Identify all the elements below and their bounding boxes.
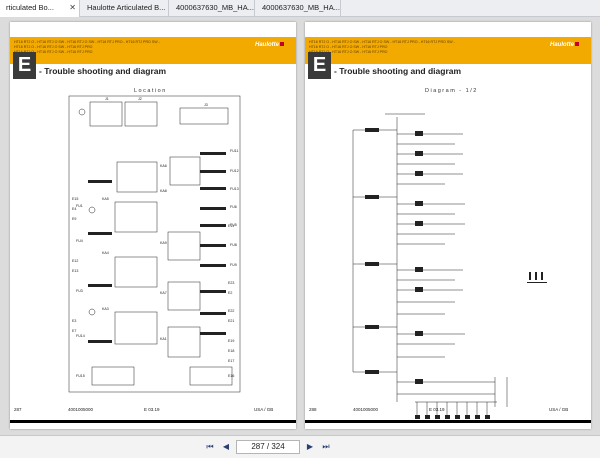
footer-bar	[10, 420, 296, 423]
section-letter: E	[13, 52, 36, 79]
svg-text:E11: E11	[228, 224, 234, 228]
footer-lang: USA / GB	[549, 407, 569, 412]
svg-text:FU9: FU9	[230, 263, 237, 267]
page-right: HT16 RTJ O - HT16 RTJ O SW - HT16 RTJ O …	[305, 22, 591, 429]
svg-text:FU11: FU11	[230, 149, 239, 153]
svg-text:FU15: FU15	[76, 374, 85, 378]
svg-text:KA9: KA9	[160, 241, 167, 245]
page-left: HT16 RTJ O - HT16 RTJ O SW - HT16 RTJ O …	[10, 22, 296, 429]
tab-haulotte-articulated[interactable]: Haulotte Articulated B...	[81, 0, 169, 17]
model-line-1: HT16 RTJ O - HT16 RTJ O SW - HT16 RTJ O …	[309, 40, 455, 44]
section-title: - Trouble shooting and diagram	[39, 66, 167, 76]
svg-text:E16: E16	[228, 374, 234, 378]
last-page-button[interactable]: ⏭	[322, 442, 330, 451]
svg-text:KA7: KA7	[160, 291, 167, 295]
model-line-3: HT16 RTJ O - HT16 RTJ O SW - HT16 RTJ PR…	[309, 50, 388, 54]
header-band: HT16 RTJ O - HT16 RTJ O SW - HT16 RTJ O …	[10, 37, 296, 64]
section-letter: E	[308, 52, 331, 79]
svg-text:E15: E15	[72, 197, 78, 201]
tab-articulated-booms[interactable]: rticulated Bo... ✕	[0, 0, 80, 17]
tab-label: rticulated Bo...	[6, 3, 54, 12]
svg-text:FU4: FU4	[76, 239, 83, 243]
model-line-1: HT16 RTJ O - HT16 RTJ O SW - HT16 RTJ O …	[14, 40, 160, 44]
tab-label: Haulotte Articulated B...	[87, 3, 166, 12]
page-footer: 287 4001005000 E 03.19 USA / GB	[10, 407, 296, 417]
footer-lang: USA / GB	[254, 407, 274, 412]
svg-text:J2: J2	[138, 97, 142, 101]
svg-text:E7: E7	[72, 329, 76, 333]
svg-text:E19: E19	[228, 339, 234, 343]
tab-label: 4000637630_MB_HA...	[262, 3, 340, 12]
footer-edition: E 03.19	[144, 407, 160, 412]
svg-text:FU8: FU8	[230, 243, 237, 247]
svg-text:E13: E13	[72, 269, 78, 273]
svg-text:KA1: KA1	[160, 337, 167, 341]
model-line-2: HT16 RTJ O - HT16 RTJ O SW - HT16 RTJ PR…	[309, 45, 388, 49]
section-title: - Trouble shooting and diagram	[334, 66, 462, 76]
tab-4000637630-a[interactable]: 4000637630_MB_HA...	[170, 0, 255, 17]
svg-text:E9: E9	[72, 217, 76, 221]
svg-text:KA8: KA8	[160, 189, 167, 193]
svg-text:FU6: FU6	[230, 205, 237, 209]
previous-page-button[interactable]: ◀	[222, 442, 230, 451]
svg-text:E12: E12	[72, 259, 78, 263]
wiring-diagram	[352, 113, 547, 419]
svg-text:KA5: KA5	[102, 197, 109, 201]
diagram-subtitle: Diagram - 1/2	[425, 88, 478, 94]
footer-page: 288	[309, 407, 317, 412]
svg-text:E3: E3	[72, 319, 76, 323]
footer-page: 287	[14, 407, 22, 412]
svg-text:KA4: KA4	[102, 251, 109, 255]
diagram-subtitle: Location	[134, 88, 167, 94]
model-line-2: HT16 RTJ O - HT16 RTJ O SW - HT16 RTJ PR…	[14, 45, 93, 49]
svg-text:FU14: FU14	[76, 334, 85, 338]
footer-edition: E 03.19	[429, 407, 445, 412]
footer-doc: 4001005000	[68, 407, 94, 412]
svg-text:E4: E4	[72, 207, 76, 211]
document-viewer[interactable]: HT16 RTJ O - HT16 RTJ O SW - HT16 RTJ O …	[0, 17, 600, 435]
tab-label: 4000637630_MB_HA...	[176, 3, 254, 12]
svg-text:FU1: FU1	[76, 204, 83, 208]
svg-text:FU5: FU5	[230, 223, 237, 227]
svg-text:KA3: KA3	[102, 307, 109, 311]
svg-text:E22: E22	[228, 309, 234, 313]
svg-text:E23: E23	[228, 281, 234, 285]
close-icon[interactable]: ✕	[69, 3, 76, 12]
next-page-button[interactable]: ▶	[306, 442, 314, 451]
tab-bar: rticulated Bo... ✕ Haulotte Articulated …	[0, 0, 600, 17]
footer-bar	[305, 420, 591, 423]
svg-text:KA6: KA6	[160, 164, 167, 168]
tab-4000637630-b[interactable]: 4000637630_MB_HA...	[256, 0, 341, 17]
first-page-button[interactable]: ⏮	[206, 442, 214, 451]
header-band: HT16 RTJ O - HT16 RTJ O SW - HT16 RTJ O …	[305, 37, 591, 64]
page-footer: 288 4001005000 E 03.19 USA / GB	[305, 407, 591, 417]
footer-doc: 4001005000	[353, 407, 379, 412]
svg-text:FU12: FU12	[230, 169, 239, 173]
page-navigation-toolbar: ⏮ ◀ 287 / 324 ▶ ⏭	[0, 435, 600, 458]
model-line-3: HT16 RTJ O - HT16 RTJ O SW - HT16 RTJ PR…	[14, 50, 93, 54]
page-number-field[interactable]: 287 / 324	[236, 440, 300, 454]
svg-text:E18: E18	[228, 349, 234, 353]
brand-logo: Haulotte	[550, 42, 579, 48]
svg-text:J3: J3	[204, 103, 208, 107]
svg-text:E17: E17	[228, 359, 234, 363]
brand-logo: Haulotte	[255, 42, 284, 48]
svg-text:FU13: FU13	[230, 187, 239, 191]
svg-text:J1: J1	[105, 97, 109, 101]
svg-text:E2: E2	[228, 291, 232, 295]
svg-text:E21: E21	[228, 319, 234, 323]
svg-text:FU3: FU3	[76, 289, 83, 293]
